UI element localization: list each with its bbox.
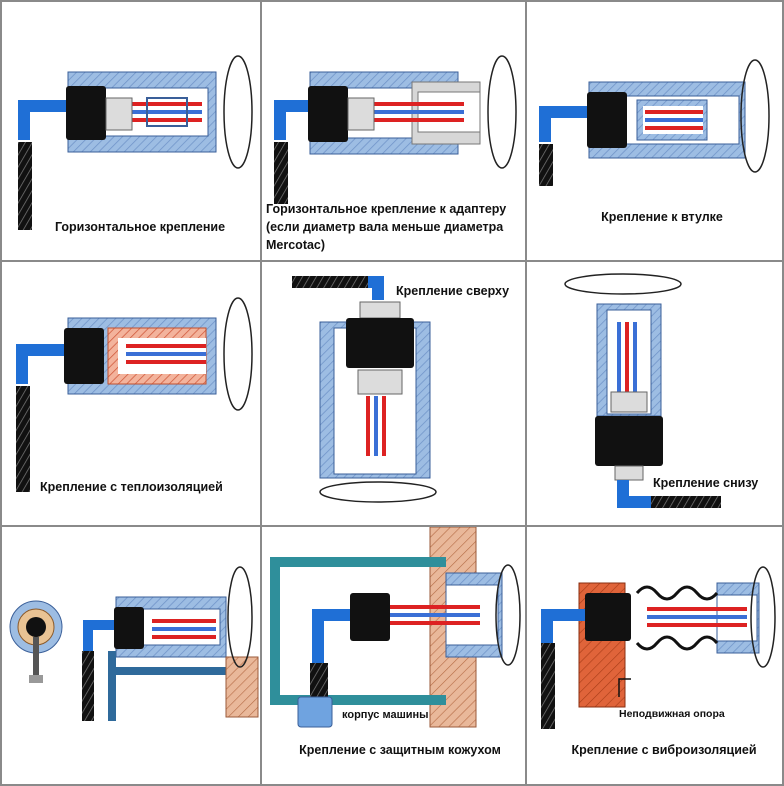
panel-vibration-isolation: Неподвижная опора Крепление с виброизоля… (527, 527, 782, 784)
label-fixed-support: Неподвижная опора (619, 708, 725, 720)
bracket-mount-drawing (9, 566, 259, 721)
panel-sleeve-mount: Крепление к втулке (527, 2, 782, 260)
grid-line (782, 0, 784, 786)
caption-vibration: Крепление с виброизоляцией (571, 743, 757, 757)
panel-bottom-mount: Крепление снизу (527, 262, 782, 525)
grid-line (0, 0, 784, 2)
adapter-mount-drawing (274, 55, 517, 204)
caption-top: Крепление сверху (396, 284, 510, 298)
caption-sleeve: Крепление к втулке (601, 210, 723, 224)
top-mount-drawing (292, 276, 437, 503)
label-machine-body: корпус машины (342, 709, 429, 721)
caption-bottom: Крепление снизу (653, 476, 759, 490)
caption-protective-cover: Крепление с защитным кожухом (299, 743, 501, 757)
horizontal-mount-drawing (18, 55, 253, 230)
grid-line (0, 525, 784, 527)
protective-cover-drawing (270, 527, 521, 728)
caption-thermal: Крепление с теплоизоляцией (40, 480, 223, 494)
vibration-isolation-drawing (541, 566, 776, 729)
grid-line (0, 260, 784, 262)
sleeve-mount-drawing (539, 59, 770, 186)
grid-line (0, 0, 2, 786)
grid-line (525, 0, 527, 786)
panel-protective-cover: корпус машины Крепление с защитным кожух… (262, 527, 525, 784)
caption-adapter: Горизонтальное крепление к адаптеру (есл… (266, 202, 507, 252)
grid-line (260, 0, 262, 786)
panel-thermal-insulation: Крепление с теплоизоляцией (2, 262, 260, 525)
panel-horizontal-mount: Горизонтальное крепление (2, 2, 260, 260)
bottom-mount-drawing (564, 273, 721, 508)
caption-horizontal: Горизонтальное крепление (54, 220, 226, 234)
thermal-insulation-drawing (16, 297, 253, 492)
panel-bracket-mount (2, 527, 260, 784)
panel-adapter-mount: Горизонтальное крепление к адаптеру (есл… (262, 2, 525, 260)
grid-line (0, 784, 784, 786)
panel-top-mount: Крепление сверху (262, 262, 525, 525)
